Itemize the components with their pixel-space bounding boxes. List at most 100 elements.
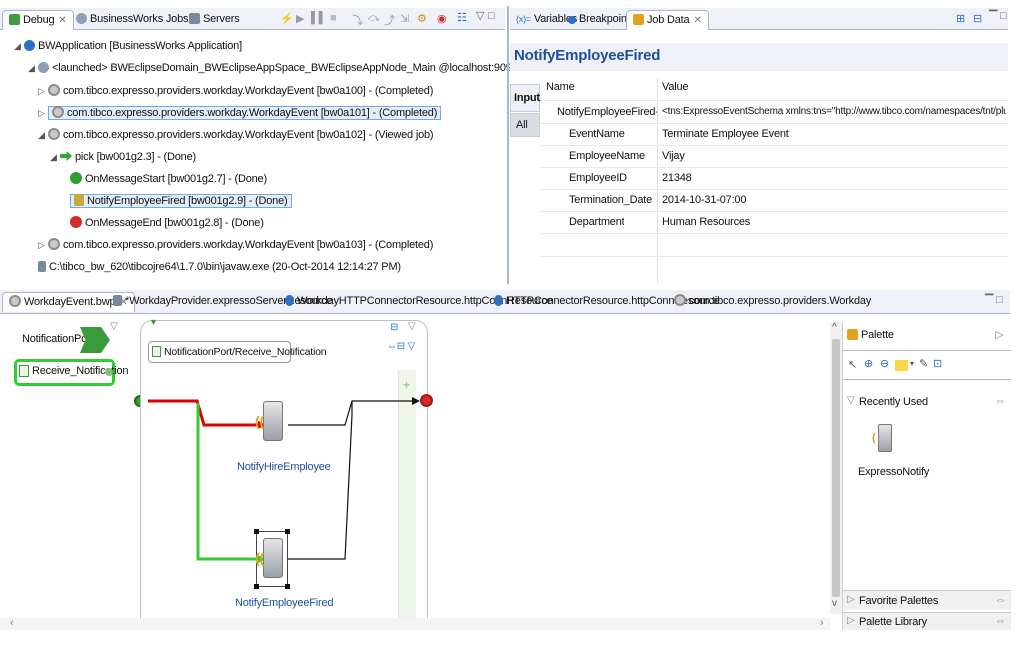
operation-box[interactable]: Receive_Notification [14,359,128,386]
zoom-in-icon[interactable]: ⊕ [864,358,874,370]
scope-container[interactable]: ▼ ⊟ ▽ [140,317,428,630]
close-icon[interactable]: ✕ [693,15,702,26]
handle[interactable] [285,584,290,589]
minimize-icon[interactable]: ▽ [476,10,485,22]
collapse-icon[interactable]: ◢ [28,63,35,73]
minimize-icon[interactable]: ▔ [989,11,998,23]
breakpoint-icon[interactable]: ◉ [437,13,447,25]
selected-item[interactable]: NotifyEmployeeFired [bw001g2.9] - (Done) [70,194,292,208]
column-divider[interactable] [657,78,658,284]
tab-workdayprovider[interactable]: *WorkdayProvider.expressoServerResource [107,292,338,312]
expand-icon[interactable]: ▷ [847,615,855,626]
handle[interactable] [254,584,259,589]
tree-row[interactable]: NotifyEmployeeFired [bw001g2.9] - (Done) [70,192,292,210]
tree-row[interactable]: OnMessageEnd [bw001g2.8] - (Done) [70,214,264,232]
tree-row[interactable]: ◢BWApplication [BusinessWorks Applicatio… [14,37,242,55]
scope-nav-icon[interactable]: ⇔⊟ ▽ [387,341,416,352]
scroll-up-icon[interactable]: ^ [832,322,837,333]
tab-breakpoints[interactable]: Breakpoints [562,10,641,30]
tree-row[interactable]: ▷com.tibco.expresso.providers.workday.Wo… [38,236,433,254]
collapse-palette-icon[interactable]: ▷ [995,329,1004,341]
header-name[interactable]: Name [546,81,575,93]
tab-debug[interactable]: Debug✕ [2,10,74,30]
tree-row[interactable]: ◢com.tibco.expresso.providers.workday.Wo… [38,126,434,144]
side-tab-input[interactable]: Input [510,84,540,112]
table-row[interactable]: EmployeeID 21348 [540,170,1008,188]
scroll-left-icon[interactable]: ‹ [10,617,14,629]
tab-httpconnector[interactable]: HTTPConnectorResource.httpConnResource [488,292,726,312]
process-canvas[interactable]: NotificationPort ▽ Receive_Notification … [0,315,830,630]
collapse-icon[interactable]: ◢ [14,41,21,51]
recent-section-header[interactable]: ▽ Recently Used ⇔ [843,392,1011,412]
activity-fired-label[interactable]: NotifyEmployeeFired [235,597,334,609]
expand-icon[interactable]: ▽ [847,395,855,406]
zoom-out-icon[interactable]: ⊖ [880,358,890,370]
skip-icon[interactable]: ⚡ [280,13,294,25]
end-dot[interactable] [420,394,433,407]
collapse-icon[interactable]: ◢ [38,130,45,140]
activity-hire-label[interactable]: NotifyHireEmployee [237,461,331,473]
tree-row[interactable]: OnMessageStart [bw001g2.7] - (Done) [70,170,267,188]
table-row[interactable]: Department Human Resources [540,214,1008,232]
side-tab-all[interactable]: All [510,113,540,137]
add-icon[interactable]: + [403,378,410,392]
collapse-all-icon[interactable]: ⊟ [973,13,983,25]
scope-header[interactable]: NotificationPort/Receive_Notification [148,341,327,363]
expand-icon[interactable]: ▽ [408,321,416,332]
table-row[interactable]: NotifyEmployeeFired-input <tns:ExpressoE… [540,104,1008,122]
tab-workdayevent[interactable]: WorkdayEvent.bwp✕ [2,292,135,312]
table-row[interactable]: EventName Terminate Employee Event [540,126,1008,144]
scroll-right-icon[interactable]: › [820,617,824,629]
expand-icon[interactable]: ▽ [110,321,118,332]
step-return-icon[interactable]: ⤴ [384,15,395,27]
expand-icon[interactable]: ▷ [847,594,855,605]
tree-row[interactable]: ▷com.tibco.expresso.providers.workday.Wo… [38,104,442,122]
expand-icon[interactable]: ▷ [38,240,45,250]
suspend-icon[interactable]: ▌▌ [311,12,327,24]
pin-icon[interactable]: ⇔ [995,594,1006,606]
tab-servers[interactable]: Servers [183,10,246,30]
tree-row[interactable]: ◢pick [bw001g2.3] - (Done) [50,148,196,166]
handle[interactable] [285,529,290,534]
canvas-hscrollbar[interactable]: ‹ › [0,617,830,630]
tab-workday-provider[interactable]: com.tibco.expresso.providers.Workday [668,292,877,312]
expand-icon[interactable]: ▷ [38,86,45,96]
terminate-icon[interactable]: ■ [330,12,337,24]
close-icon[interactable]: ✕ [58,15,67,26]
resume-icon[interactable]: ▶ [296,13,305,25]
favorite-section-header[interactable]: ▷ Favorite Palettes ⇔ [843,590,1011,610]
library-section-header[interactable]: ▷ Palette Library ⇔ [843,612,1011,630]
tab-job-data[interactable]: Job Data✕ [626,10,709,30]
activity-fired[interactable]: (( [254,529,290,589]
tab-businessworks-jobs[interactable]: BusinessWorks Jobs [70,10,194,30]
connector-dot[interactable] [105,368,113,376]
dropdown-icon[interactable]: ▾ [910,359,914,368]
expand-all-icon[interactable]: ⊞ [956,13,966,25]
handle[interactable] [254,529,259,534]
select-tool-icon[interactable]: ↖ [848,359,858,371]
expand-icon[interactable]: ▷ [38,108,45,118]
tree-row[interactable]: ◢<launched> BWEclipseDomain_BWEclipseApp… [28,59,518,77]
tab-variables[interactable]: (x)= Variables [516,13,578,25]
view-menu-icon[interactable]: ☷ [457,12,467,24]
tree-row[interactable]: C:\tibco_bw_620\tibcojre64\1.7.0\bin\jav… [38,258,401,276]
maximize-icon[interactable]: □ [1000,10,1007,22]
table-row[interactable]: Termination_Date 2014-10-31-07:00 [540,192,1008,210]
panel-divider[interactable] [507,6,509,284]
scroll-thumb[interactable] [832,339,840,597]
step-into-icon[interactable]: ⤵ [352,15,363,27]
collapse-icon[interactable]: ◢ [50,152,57,162]
palette-scrollbar[interactable]: ^ v [830,322,842,614]
tree-row[interactable]: ▷com.tibco.expresso.providers.workday.Wo… [38,82,433,100]
selected-item[interactable]: com.tibco.expresso.providers.workday.Wor… [48,106,442,120]
filter-icon[interactable]: ⚙ [417,13,427,25]
table-row[interactable]: EmployeeName Vijay [540,148,1008,166]
minimize-icon[interactable]: ▔ [985,295,994,307]
marquee-icon[interactable]: ⊡ [933,358,943,370]
maximize-icon[interactable]: □ [996,294,1003,306]
activity-hire[interactable]: (( [255,401,288,443]
maximize-icon[interactable]: □ [488,10,495,22]
close-icon[interactable]: ✕ [119,297,128,308]
tab-workdayhttp[interactable]: WorkdayHTTPConnectorResource.httpConnRes… [279,292,559,312]
step-over-icon[interactable]: ⤼ [368,12,380,24]
